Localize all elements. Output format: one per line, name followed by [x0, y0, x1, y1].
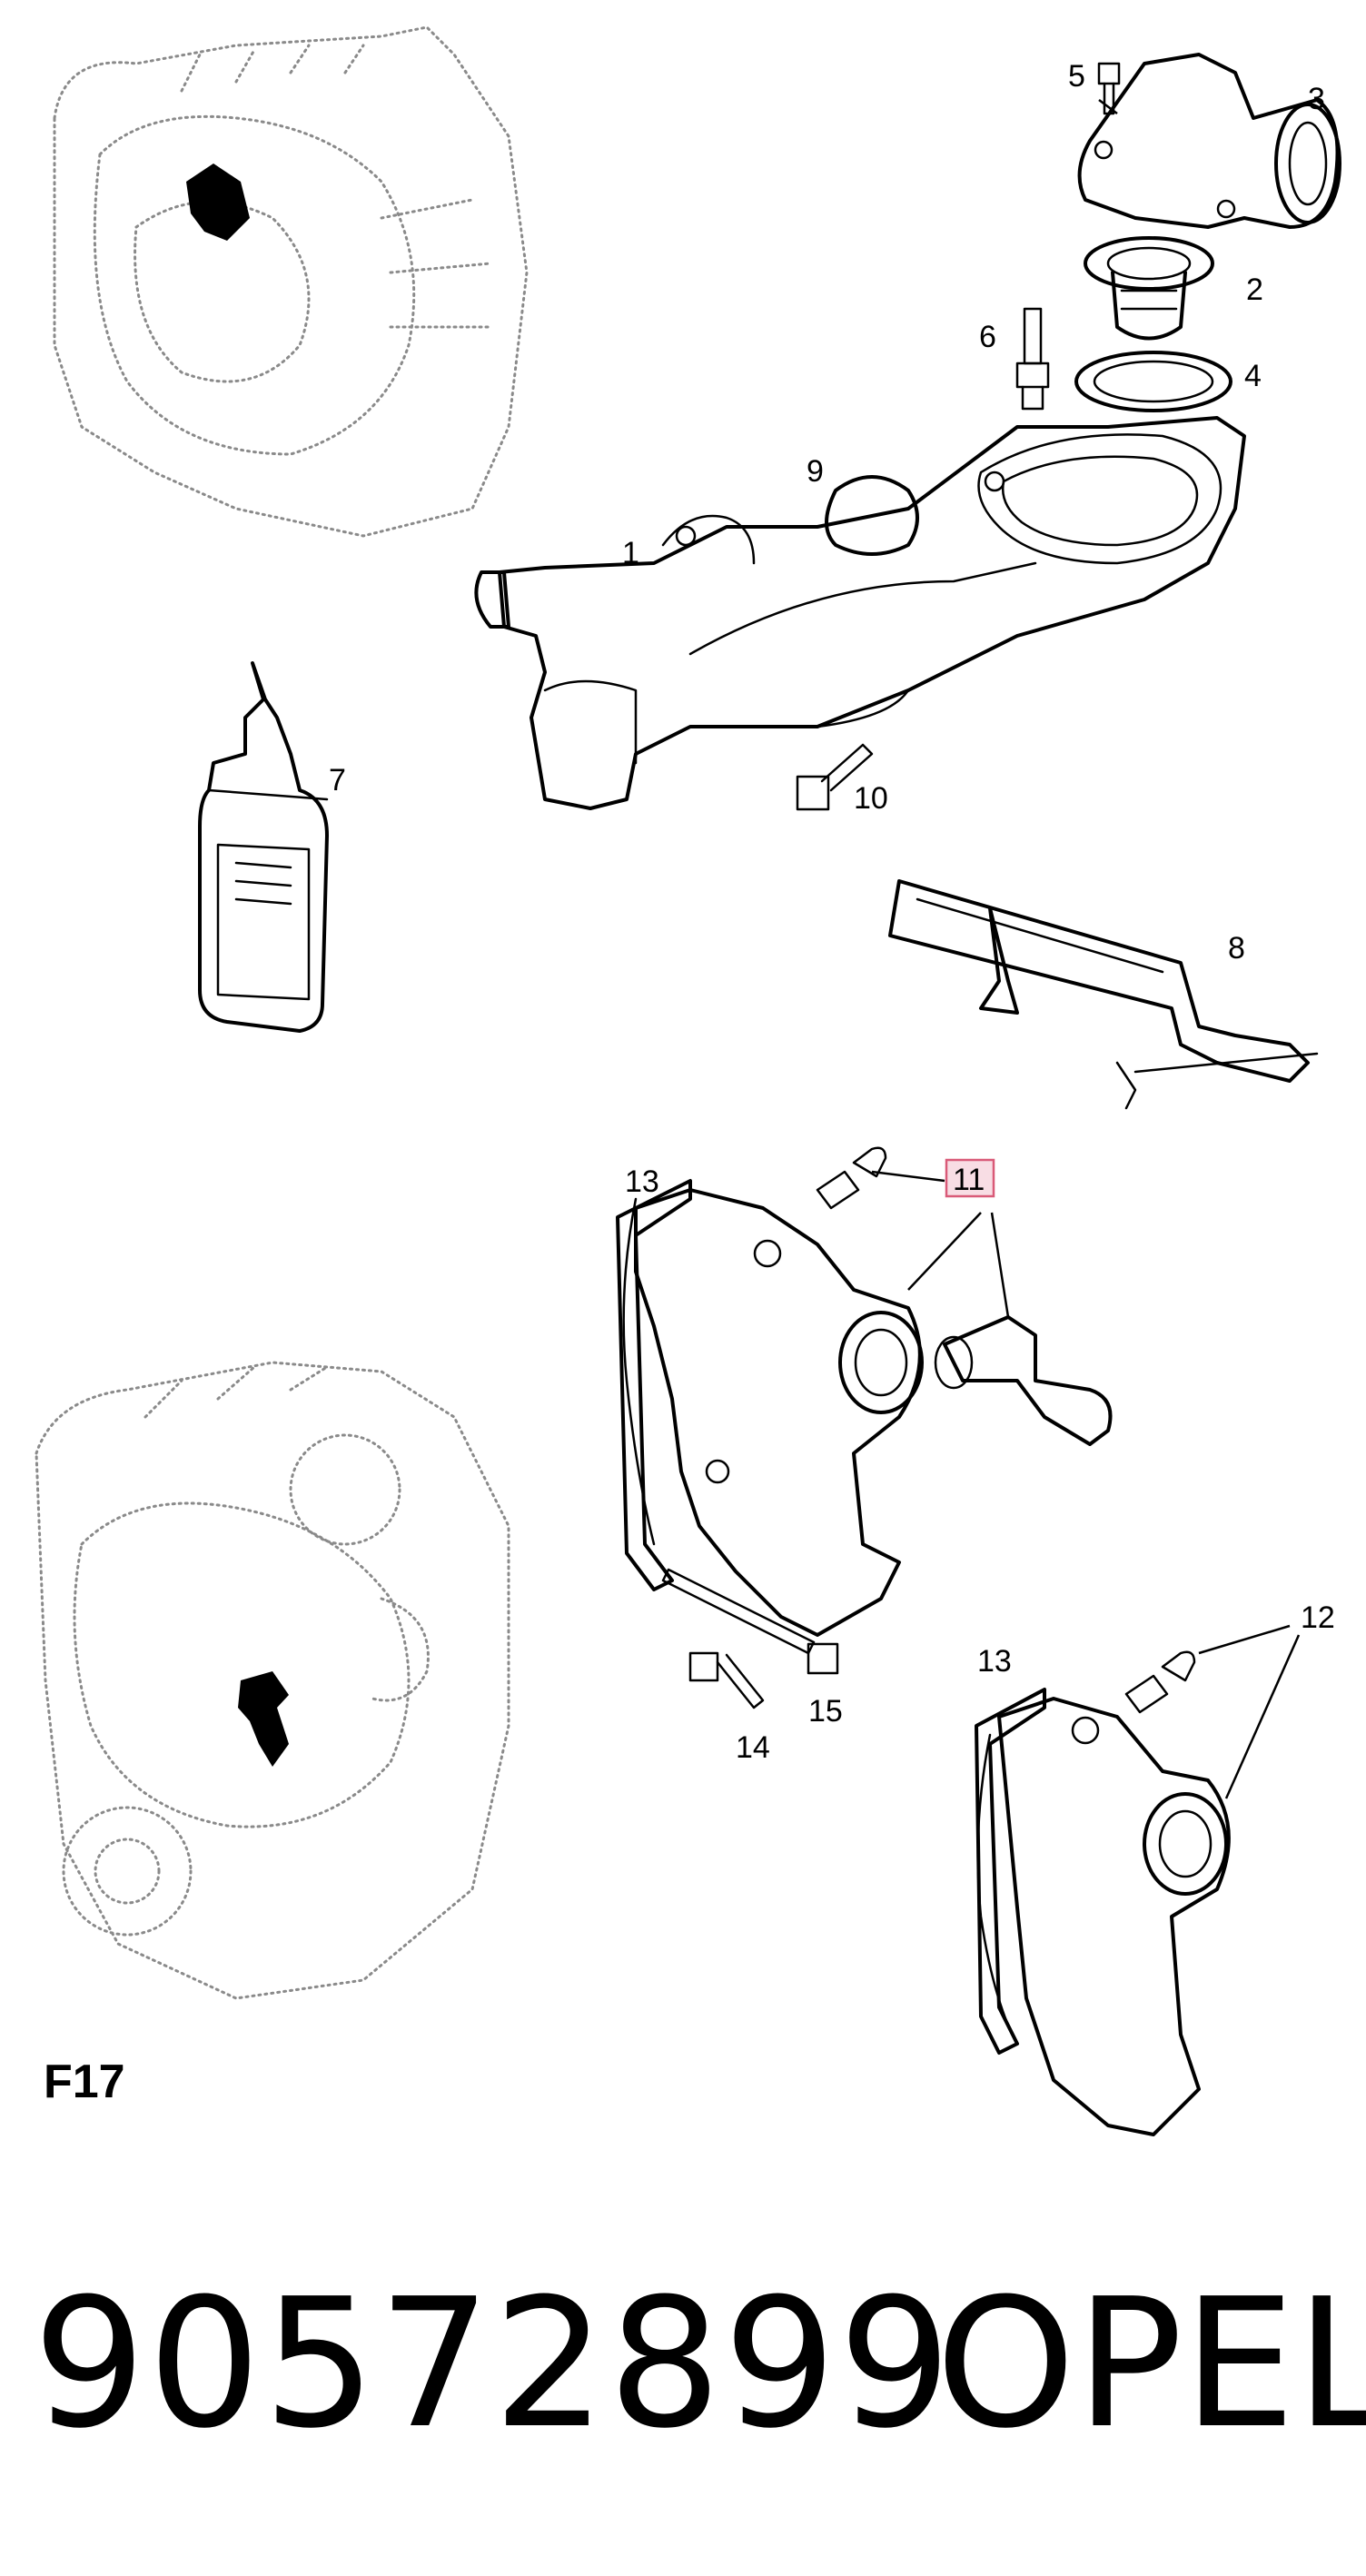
brand-name: OPEL: [935, 2261, 1366, 2468]
part-stud-6: [1015, 307, 1050, 411]
part-bolt-10: [796, 743, 874, 811]
part-sealant-bottle: [198, 661, 329, 1033]
part-coolant-housing: [474, 416, 1246, 810]
callout-13b: 13: [977, 1644, 1012, 1679]
callout-9: 9: [807, 454, 824, 489]
engine-view-top: [53, 25, 529, 538]
engine-view-bottom: [35, 1361, 510, 2000]
part-thermostat-cover: [1077, 53, 1341, 229]
callout-2: 2: [1246, 272, 1263, 307]
part-bolt-14: [688, 1651, 765, 1709]
part-sealant-tube: [888, 879, 1319, 1110]
part-outlet-housing: [616, 1146, 1113, 1637]
callout-6: 6: [979, 320, 996, 354]
part-thermostat: [1084, 236, 1214, 341]
part-bolt-5: [1097, 62, 1121, 115]
callout-11-highlight: [945, 1158, 995, 1198]
callout-1: 1: [622, 536, 639, 570]
section-code: F17: [44, 2056, 125, 2108]
part-outlet-housing-2: [975, 1650, 1231, 2136]
callout-8: 8: [1228, 931, 1245, 966]
callout-10: 10: [854, 781, 888, 816]
callout-5: 5: [1068, 59, 1085, 94]
part-seal-ring: [1074, 351, 1232, 412]
callout-7: 7: [329, 763, 346, 798]
callout-14: 14: [736, 1730, 770, 1765]
highlight-marker-bottom: [238, 1671, 289, 1767]
highlight-marker-top: [186, 163, 250, 241]
part-o-ring: [825, 475, 919, 556]
callout-3: 3: [1308, 82, 1325, 116]
callout-15: 15: [808, 1694, 843, 1729]
leader-lines: [871, 99, 1301, 1799]
part-bolt-15: [661, 1568, 839, 1675]
callout-4: 4: [1244, 359, 1262, 393]
callout-12: 12: [1301, 1600, 1335, 1635]
part-number: 90572899: [33, 2261, 954, 2468]
callout-13a: 13: [625, 1164, 659, 1199]
callout-11: 11: [953, 1163, 985, 1197]
